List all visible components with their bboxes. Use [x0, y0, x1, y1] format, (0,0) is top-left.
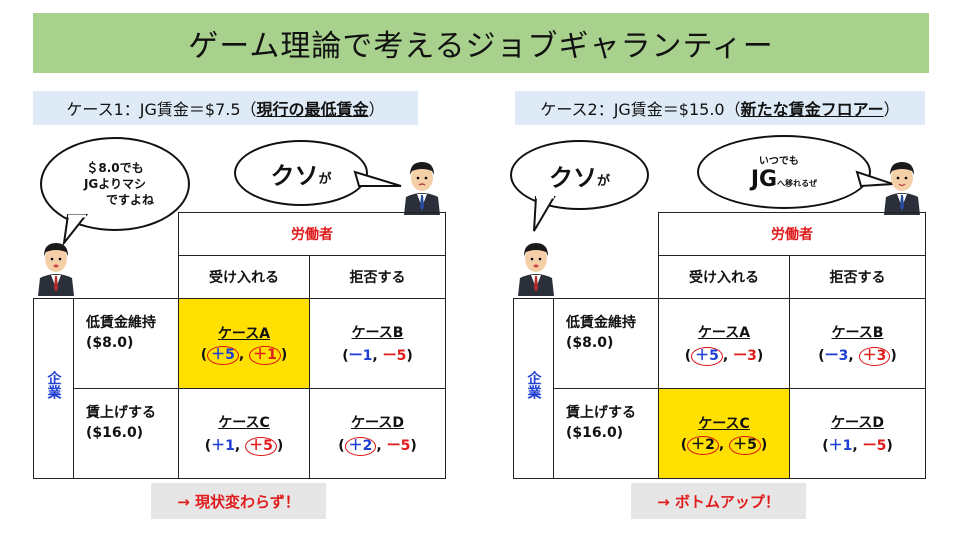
- row-label: 低賃金維持: [86, 315, 156, 331]
- row-wage: ($8.0): [86, 335, 134, 351]
- bubble-small-text: が: [596, 173, 610, 189]
- reject-header: 拒否する: [309, 255, 446, 299]
- case1-cell-c: ケースC (＋1, ＋5): [178, 388, 310, 479]
- firm-label: 企業: [45, 371, 62, 399]
- firm-payoff: ＋5: [691, 346, 723, 366]
- case-name: ケースB: [351, 325, 404, 341]
- worker-payoff: ー5: [386, 437, 411, 454]
- case2-heading-plain: ケース2：JG賃金＝$15.0（: [540, 100, 741, 119]
- worker-payoff: ＋5: [245, 436, 277, 456]
- worker-payoff: ー5: [382, 348, 407, 364]
- row-raise-wage: 賃上げする ($16.0): [553, 388, 659, 479]
- row-wage: ($8.0): [566, 335, 614, 351]
- row-label: 賃上げする: [86, 405, 156, 421]
- bubble-main-text: クソ: [548, 163, 597, 192]
- case1-heading-close: ）: [368, 100, 385, 119]
- case1-heading-plain: ケース1：JG賃金＝$7.5（: [66, 100, 257, 119]
- firm-payoff: ー1: [348, 348, 373, 364]
- firm-payoff: ＋5: [207, 345, 239, 365]
- case2-bubble-tail-right: [855, 170, 894, 188]
- bubble-top-text: いつでも: [758, 156, 799, 167]
- firm-payoff: ＋1: [828, 438, 853, 454]
- firm-payoff: ー3: [824, 347, 849, 364]
- case2-result: → ボトムアップ！: [631, 483, 806, 519]
- case1-cell-a: ケースA (＋5, ＋1): [178, 298, 310, 389]
- bubble-small-text: へ移れるぜ: [777, 179, 818, 188]
- accept-header: 受け入れる: [178, 255, 310, 299]
- case2-heading-bold: 新たな賃金フロアー: [740, 100, 884, 119]
- case1-heading-bold: 現行の最低賃金: [256, 100, 369, 119]
- case2-cell-b: ケースB (ー3, ＋3): [789, 298, 926, 389]
- firm-label: 企業: [525, 371, 542, 399]
- worker-header: 労働者: [658, 212, 926, 256]
- row-raise-wage: 賃上げする ($16.0): [73, 388, 179, 479]
- bubble-main-text: クソ: [270, 161, 319, 190]
- case2-bubble-tail-left: [533, 195, 556, 232]
- case1-bubble-tail-right: [353, 170, 402, 187]
- accept-header: 受け入れる: [658, 255, 790, 299]
- firm-header: 企業: [33, 298, 74, 479]
- case1-payoff-matrix: 労働者 受け入れる 拒否する 企業 低賃金維持 ($8.0) ケースA (＋5, …: [33, 212, 446, 479]
- case-name: ケースD: [831, 415, 884, 431]
- case-name: ケースD: [351, 414, 404, 431]
- businessman-icon: [884, 162, 920, 215]
- case2-cell-a: ケースA (＋5, ー3): [658, 298, 790, 389]
- case2-speech-bubble-left: クソが: [510, 140, 649, 210]
- firm-payoff: ＋2: [344, 436, 377, 456]
- case1-result: → 現状変わらず！: [151, 483, 326, 519]
- case-name: ケースB: [831, 324, 884, 341]
- case1-heading: ケース1：JG賃金＝$7.5（現行の最低賃金）: [33, 91, 418, 125]
- worker-payoff: ＋3: [858, 346, 891, 366]
- businessman-icon: [518, 243, 554, 296]
- page-title: ゲーム理論で考えるジョブギャランティー: [188, 29, 774, 64]
- worker-header: 労働者: [178, 212, 446, 256]
- case2-cell-c: ケースC (＋2, ＋5): [658, 388, 790, 479]
- row-low-wage: 低賃金維持 ($8.0): [553, 298, 659, 389]
- bubble-line-2: JGよりマシ: [83, 177, 147, 191]
- case2-heading: ケース2：JG賃金＝$15.0（新たな賃金フロアー）: [515, 91, 925, 125]
- row-label: 低賃金維持: [566, 315, 636, 331]
- worker-payoff: ＋1: [249, 345, 281, 365]
- firm-payoff: ＋2: [687, 435, 719, 455]
- bubble-main-text: JG: [750, 167, 778, 192]
- case-name: ケースC: [218, 414, 270, 431]
- row-wage: ($16.0): [566, 425, 624, 441]
- case2-heading-close: ）: [883, 100, 900, 119]
- case-name: ケースA: [217, 325, 271, 342]
- row-low-wage: 低賃金維持 ($8.0): [73, 298, 179, 389]
- reject-header: 拒否する: [789, 255, 926, 299]
- firm-header: 企業: [513, 298, 554, 479]
- case1-speech-bubble-right: クソが: [234, 140, 368, 206]
- firm-payoff: ＋1: [211, 437, 235, 454]
- title-banner: ゲーム理論で考えるジョブギャランティー: [33, 13, 929, 73]
- case-name: ケースA: [697, 324, 751, 341]
- case1-cell-d: ケースD (＋2, ー5): [309, 388, 446, 479]
- businessman-icon: [38, 243, 74, 296]
- worker-payoff: ー5: [862, 438, 887, 454]
- worker-payoff: ー3: [733, 347, 757, 364]
- case2-payoff-matrix: 労働者 受け入れる 拒否する 企業 低賃金維持 ($8.0) ケースA (＋5, …: [513, 212, 926, 479]
- case2-cell-d: ケースD (＋1, ー5): [789, 388, 926, 479]
- bubble-line-1: ＄8.0でも: [86, 161, 144, 175]
- bubble-line-3: ですよね: [105, 193, 154, 207]
- case1-cell-b: ケースB (ー1, ー5): [309, 298, 446, 389]
- row-wage: ($16.0): [86, 425, 144, 441]
- worker-payoff: ＋5: [729, 435, 761, 455]
- case-name: ケースC: [698, 415, 750, 432]
- row-label: 賃上げする: [566, 405, 636, 421]
- bubble-small-text: が: [318, 171, 332, 187]
- businessman-icon: [404, 162, 440, 215]
- case2-speech-bubble-right: いつでも JGへ移れるぜ: [697, 135, 871, 209]
